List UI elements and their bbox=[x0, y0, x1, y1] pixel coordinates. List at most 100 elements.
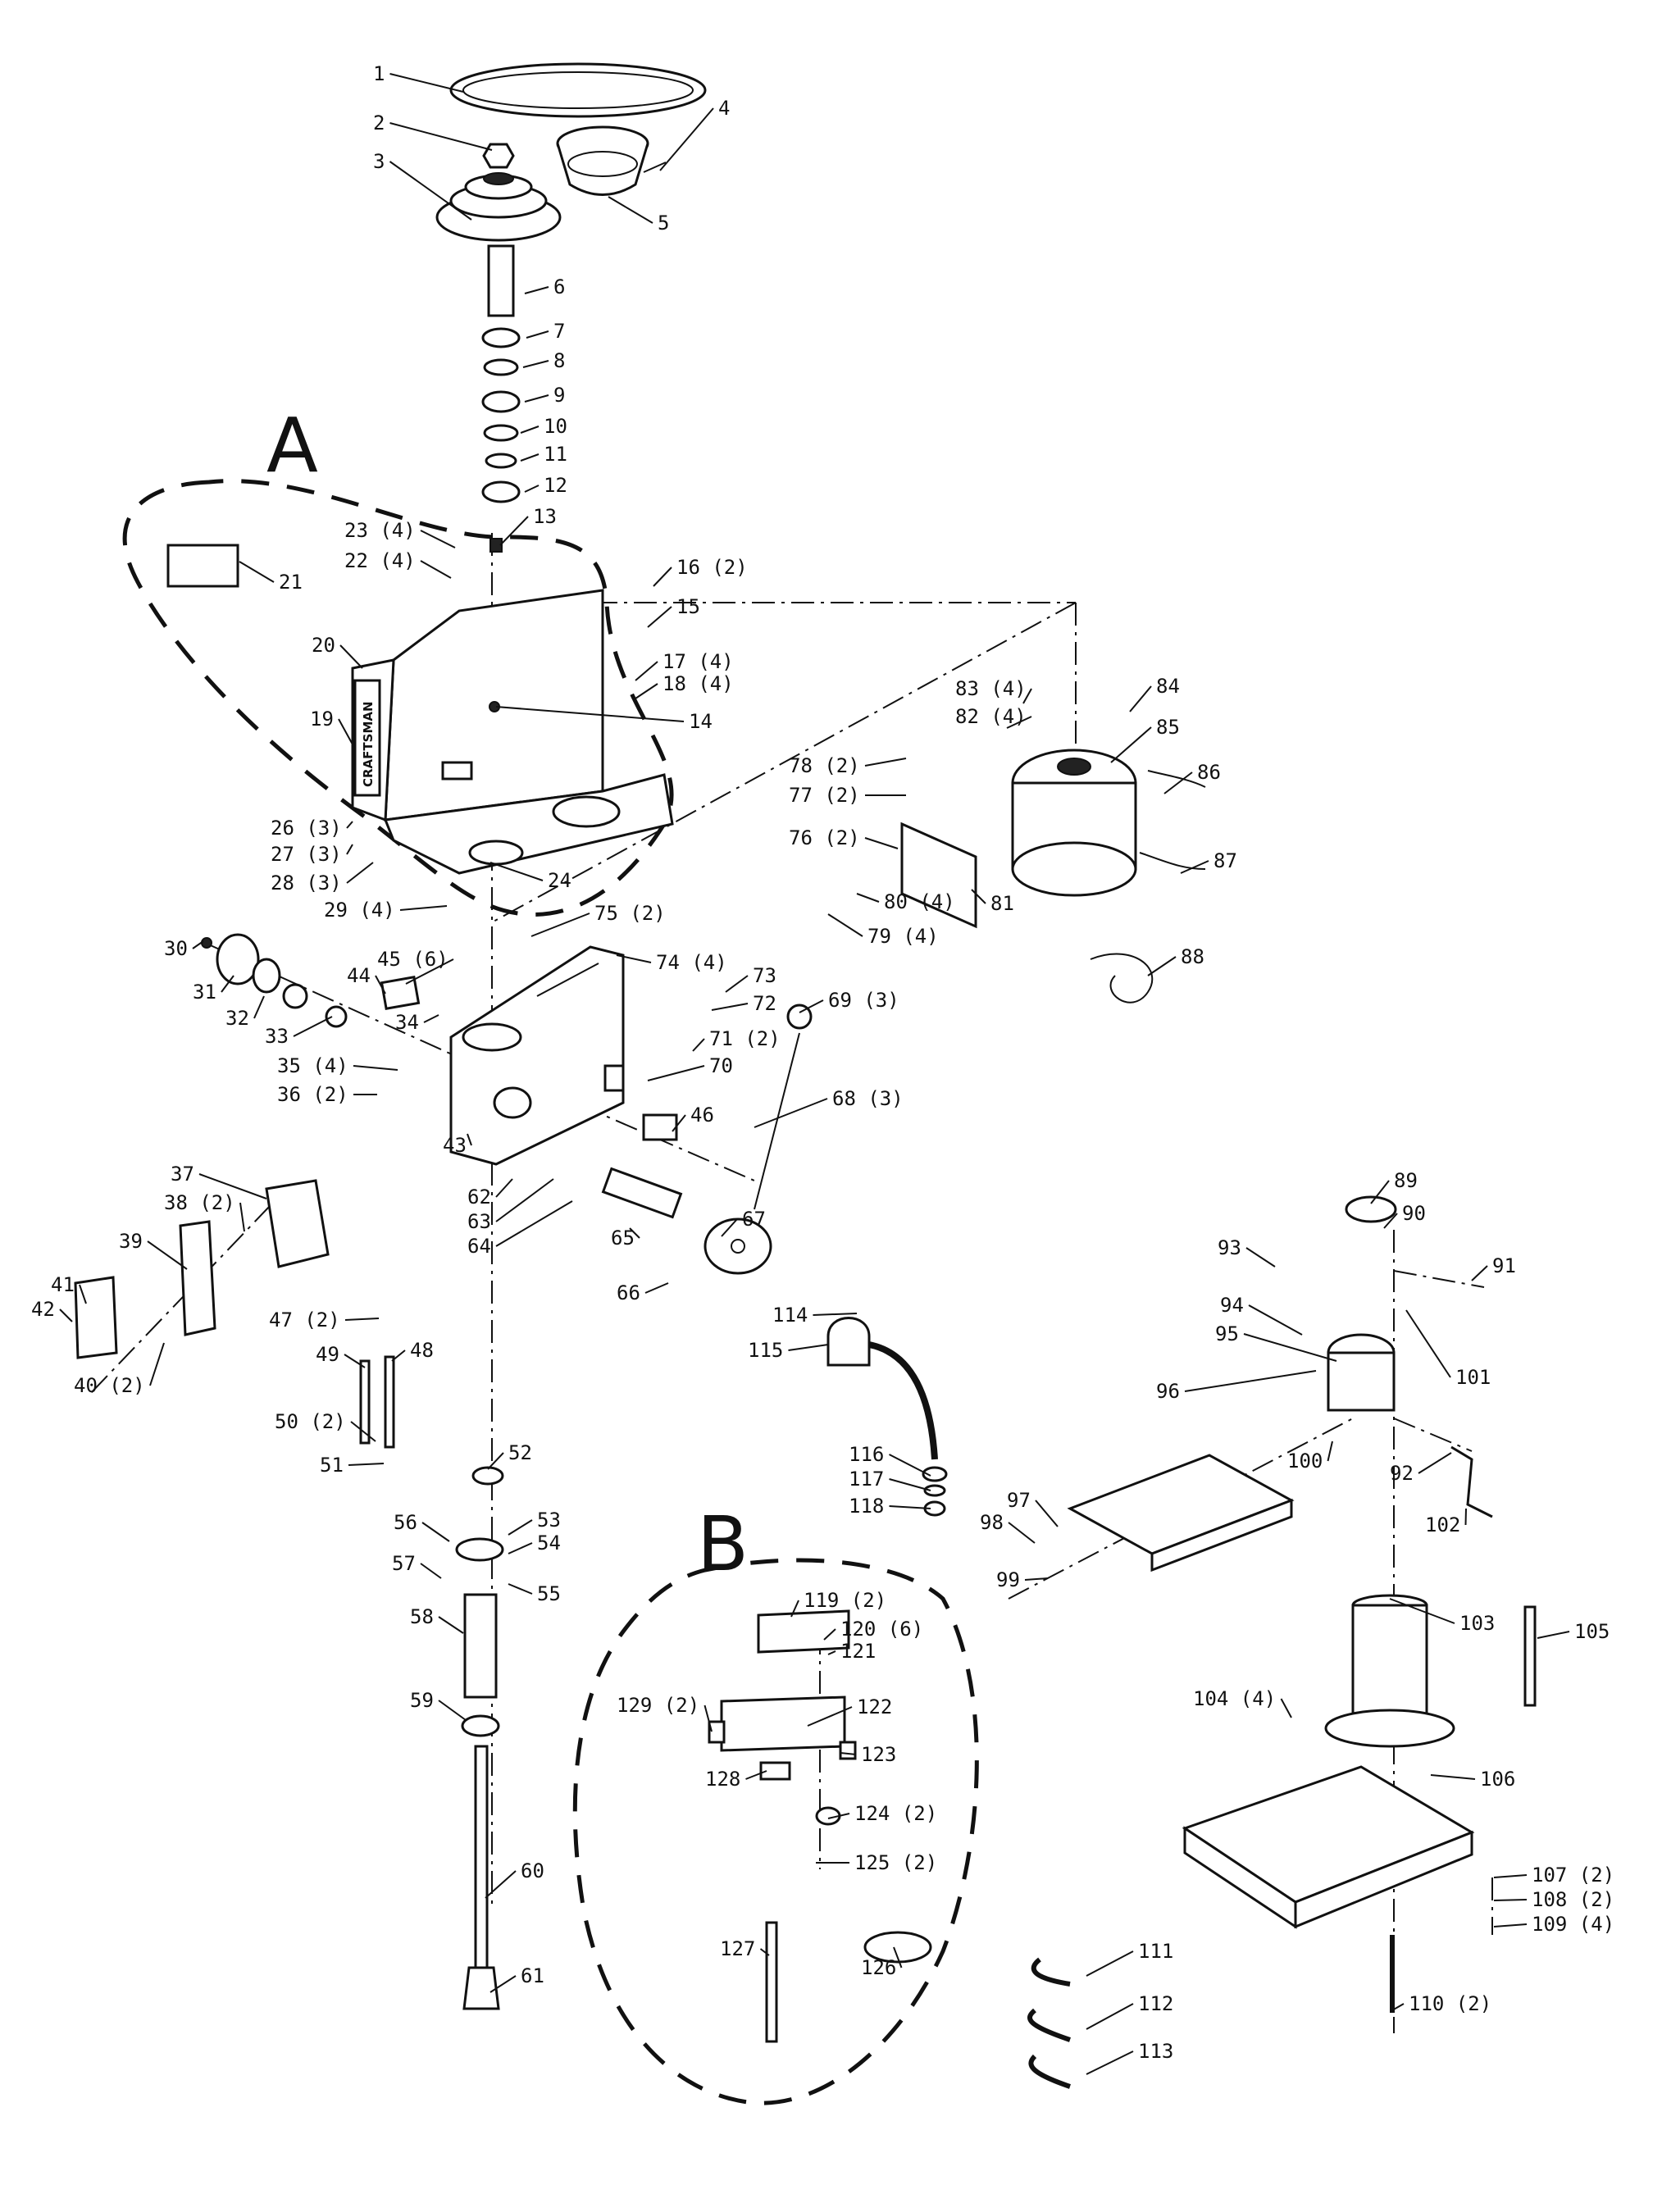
callout-93: 93 bbox=[1218, 1236, 1241, 1259]
callout-2: 2 bbox=[373, 112, 385, 134]
region-letters: AB bbox=[266, 402, 749, 1588]
spindle-sleeve bbox=[487, 244, 515, 317]
callout-129: 129 (2) bbox=[617, 1694, 699, 1717]
leader-99 bbox=[1024, 1577, 1049, 1581]
leader-47 bbox=[344, 1318, 380, 1321]
leader-37 bbox=[198, 1173, 267, 1199]
callout-54: 54 bbox=[537, 1532, 561, 1554]
leader-80 bbox=[856, 893, 880, 903]
leader-3 bbox=[389, 161, 472, 221]
leader-84 bbox=[1129, 685, 1152, 712]
callout-3: 3 bbox=[373, 150, 385, 173]
leader-60 bbox=[485, 1870, 517, 1899]
leader-62 bbox=[495, 1178, 513, 1198]
callout-69: 69 (3) bbox=[828, 989, 899, 1012]
callout-4: 4 bbox=[718, 97, 730, 120]
callout-22: 22 (4) bbox=[344, 549, 416, 572]
leader-28 bbox=[346, 862, 374, 884]
callout-1: 1 bbox=[373, 62, 385, 85]
hub bbox=[704, 1218, 772, 1275]
callout-76: 76 (2) bbox=[789, 826, 860, 849]
leader-31 bbox=[221, 975, 235, 993]
callout-21: 21 bbox=[279, 571, 303, 594]
callout-27: 27 (3) bbox=[271, 843, 342, 866]
callout-123: 123 bbox=[861, 1743, 896, 1766]
leader-12 bbox=[524, 485, 540, 493]
leader-66 bbox=[644, 1282, 669, 1294]
callout-126: 126 bbox=[861, 1956, 896, 1979]
callout-23: 23 (4) bbox=[344, 519, 416, 542]
leader-92 bbox=[1418, 1452, 1452, 1474]
leader-7 bbox=[526, 330, 549, 339]
callout-64: 64 bbox=[467, 1235, 491, 1258]
callout-112: 112 bbox=[1138, 1992, 1173, 2015]
leader-114 bbox=[813, 1313, 858, 1316]
leader-121 bbox=[827, 1650, 836, 1655]
leader-97 bbox=[1035, 1500, 1059, 1527]
leader-53 bbox=[508, 1519, 533, 1536]
spindle bbox=[474, 1745, 489, 1969]
callout-5: 5 bbox=[658, 212, 669, 234]
callout-72: 72 bbox=[753, 992, 776, 1015]
callout-14: 14 bbox=[689, 710, 713, 733]
leader-101 bbox=[1405, 1309, 1451, 1378]
leader-lines bbox=[59, 73, 1570, 2075]
leader-10 bbox=[520, 426, 540, 434]
leader-78 bbox=[864, 758, 907, 767]
callout-68: 68 (3) bbox=[832, 1087, 904, 1110]
leader-79 bbox=[827, 913, 863, 937]
callout-8: 8 bbox=[553, 349, 565, 372]
callout-101: 101 bbox=[1455, 1366, 1491, 1389]
callout-105: 105 bbox=[1574, 1620, 1610, 1643]
callout-11: 11 bbox=[544, 443, 567, 466]
leader-43 bbox=[467, 1133, 472, 1146]
leader-74 bbox=[616, 954, 652, 963]
callout-111: 111 bbox=[1138, 1940, 1173, 1963]
table-column-base bbox=[1067, 1195, 1537, 2013]
callout-89: 89 bbox=[1394, 1169, 1418, 1192]
bearing-12 bbox=[481, 480, 521, 503]
callout-33: 33 bbox=[265, 1025, 289, 1048]
callout-37: 37 bbox=[171, 1163, 194, 1186]
leader-113 bbox=[1086, 2050, 1134, 2075]
leader-64 bbox=[495, 1200, 573, 1247]
callout-12: 12 bbox=[544, 474, 567, 497]
handle-bar bbox=[754, 1032, 800, 1210]
callout-20: 20 bbox=[312, 634, 335, 657]
leader-38 bbox=[239, 1202, 245, 1232]
callout-86: 86 bbox=[1197, 761, 1221, 784]
callout-94: 94 bbox=[1220, 1294, 1244, 1317]
leader-71 bbox=[692, 1038, 705, 1052]
callout-59: 59 bbox=[410, 1689, 434, 1712]
leader-2 bbox=[389, 122, 493, 151]
callout-84: 84 bbox=[1156, 675, 1180, 698]
leader-76 bbox=[864, 837, 899, 849]
leader-29 bbox=[399, 905, 448, 911]
callout-44: 44 bbox=[347, 964, 371, 987]
callout-103: 103 bbox=[1459, 1612, 1495, 1635]
region-b-outline bbox=[572, 1558, 979, 2105]
callout-128: 128 bbox=[705, 1768, 740, 1791]
leader-57 bbox=[420, 1563, 442, 1579]
leader-5 bbox=[608, 196, 653, 224]
callout-51: 51 bbox=[320, 1454, 344, 1477]
callout-114: 114 bbox=[772, 1304, 808, 1327]
region-a-outline bbox=[122, 479, 674, 917]
label-44 bbox=[380, 976, 421, 1010]
leader-75 bbox=[530, 913, 590, 937]
callout-42: 42 bbox=[31, 1298, 55, 1321]
callout-18: 18 (4) bbox=[663, 672, 734, 695]
light-bracket-assembly bbox=[708, 1609, 932, 2043]
leader-103 bbox=[1389, 1598, 1455, 1624]
leader-8 bbox=[522, 360, 549, 368]
leader-105 bbox=[1537, 1631, 1570, 1639]
leader-110 bbox=[1391, 2003, 1405, 2011]
lamp-shade bbox=[826, 1317, 871, 1367]
leader-23 bbox=[420, 530, 456, 548]
callout-127: 127 bbox=[720, 1937, 755, 1960]
callout-34: 34 bbox=[395, 1011, 419, 1034]
callout-15: 15 bbox=[676, 595, 700, 618]
leader-100 bbox=[1327, 1441, 1333, 1462]
callout-80: 80 (4) bbox=[884, 890, 955, 913]
leader-45 bbox=[405, 958, 454, 985]
